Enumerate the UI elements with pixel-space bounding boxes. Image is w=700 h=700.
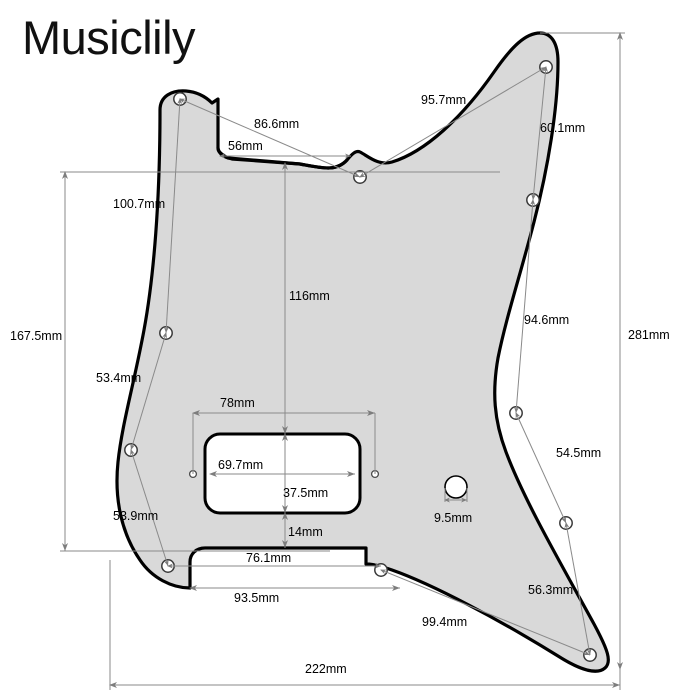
dim-label-54-5mm: 54.5mm <box>556 446 602 460</box>
dim-label-78mm: 78mm <box>220 396 255 410</box>
dim-label-56mm: 56mm <box>228 139 263 153</box>
dim-label-100-7mm: 100.7mm <box>113 197 166 211</box>
dim-54-5 <box>515 412 567 524</box>
dim-label-222mm: 222mm <box>305 662 347 676</box>
dim-label-53-4mm: 53.4mm <box>96 371 142 385</box>
dim-label-281mm: 281mm <box>628 328 670 342</box>
pickguard-outline <box>115 31 610 673</box>
dim-label-86-6mm: 86.6mm <box>254 117 300 131</box>
dim-60-1 <box>531 66 549 201</box>
dim-label-60-1mm: 60.1mm <box>540 121 586 135</box>
dim-53-9 <box>130 449 169 567</box>
dim-94-6 <box>513 199 536 414</box>
brand-title: Musiclily <box>22 11 196 64</box>
dim-label-69-7mm: 69.7mm <box>218 458 264 472</box>
dim-label-99-4mm: 99.4mm <box>422 615 468 629</box>
dim-label-37-5mm: 37.5mm <box>283 486 329 500</box>
dim-label-56-3mm: 56.3mm <box>528 583 574 597</box>
dim-100-7 <box>163 98 183 334</box>
pickguard-body <box>115 31 610 673</box>
dim-label-93-5mm: 93.5mm <box>234 591 280 605</box>
dim-label-116mm: 116mm <box>289 289 330 303</box>
dim-53-4 <box>130 332 167 451</box>
dim-99-4 <box>380 569 591 656</box>
dim-label-76-1mm: 76.1mm <box>246 551 292 565</box>
dim-label-14mm: 14mm <box>288 525 323 539</box>
dim-label-94-6mm: 94.6mm <box>524 313 570 327</box>
control-knob-hole <box>444 475 468 499</box>
dim-95-7 <box>359 66 547 178</box>
dim-label-167-5mm: 167.5mm <box>10 329 63 343</box>
dimension-lines <box>60 32 625 690</box>
dim-86-6 <box>179 98 361 178</box>
dim-label-53-9mm: 53.9mm <box>113 509 159 523</box>
dim-label-95-7mm: 95.7mm <box>421 93 467 107</box>
dim-label-9-5mm: 9.5mm <box>434 511 473 525</box>
